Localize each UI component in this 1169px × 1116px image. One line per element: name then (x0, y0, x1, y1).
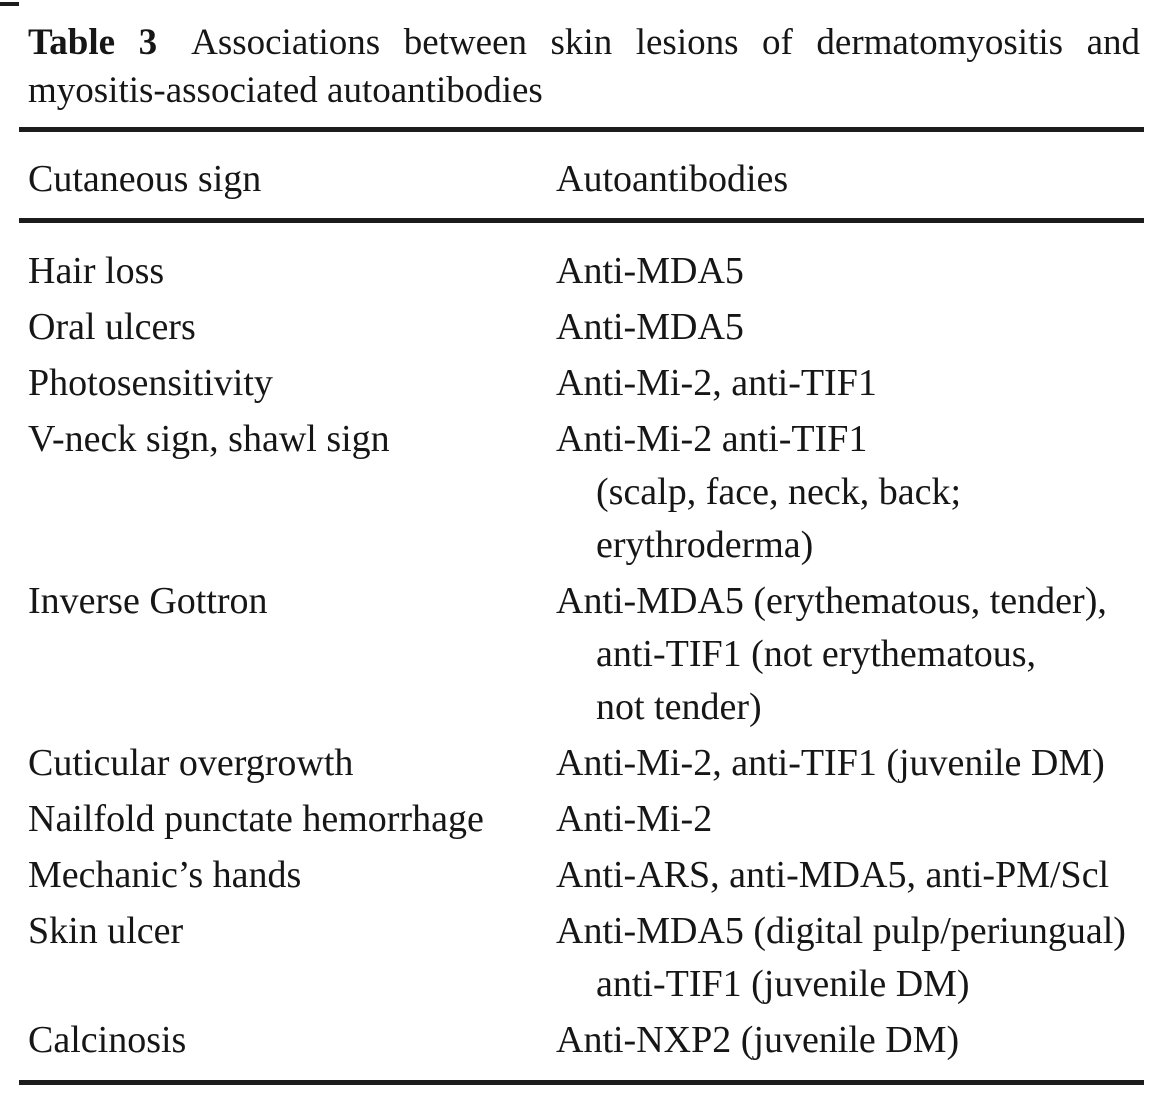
autoantibodies-cell: Anti-ARS, anti-MDA5, anti-PM/Scl (556, 849, 1140, 902)
table-body: Hair loss Anti-MDA5 Oral ulcers Anti-MDA… (28, 223, 1140, 1080)
table-row: Nailfold punctate hemorrhage Anti-Mi-2 (28, 793, 1140, 846)
table-number-label: Table 3 (28, 22, 158, 63)
table-row: Cuticular overgrowth Anti-Mi-2, anti-TIF… (28, 737, 1140, 790)
autoantibody-line: Anti-MDA5 (digital pulp/periungual) (556, 910, 1126, 952)
rule-below-header (19, 218, 1144, 223)
table-row: Hair loss Anti-MDA5 (28, 245, 1140, 298)
cutaneous-sign-cell: Calcinosis (28, 1019, 187, 1061)
autoantibody-line: Anti-Mi-2, anti-TIF1 (juvenile DM) (556, 742, 1105, 784)
cutaneous-sign-cell: Skin ulcer (28, 910, 184, 952)
cutaneous-sign-cell: Cuticular overgrowth (28, 742, 354, 784)
autoantibody-continuation-line: anti-TIF1 (juvenile DM) (596, 963, 970, 1005)
autoantibodies-cell: Anti-MDA5 (556, 301, 1140, 354)
cutaneous-sign-cell: Oral ulcers (28, 306, 196, 348)
autoantibodies-cell: Anti-MDA5 (556, 245, 1140, 298)
autoantibodies-cell: Anti-Mi-2 (556, 793, 1140, 846)
autoantibody-continuation-line: erythroderma) (596, 524, 814, 566)
cutaneous-sign-cell: Hair loss (28, 250, 165, 292)
autoantibody-line: Anti-Mi-2 (556, 798, 713, 840)
caption-text-line1: Associations between skin lesions of der… (191, 22, 1140, 63)
column-header-cutaneous-sign: Cutaneous sign (28, 158, 262, 200)
autoantibody-continuation-line: anti-TIF1 (not erythematous, (596, 633, 1037, 675)
table-3: Table 3 Associations between skin lesions… (19, 13, 1144, 1085)
autoantibody-line: Anti-ARS, anti-MDA5, anti-PM/Scl (556, 854, 1110, 896)
autoantibody-line: Anti-MDA5 (556, 250, 744, 292)
scan-artifact-mark (0, 2, 19, 6)
autoantibody-line: Anti-Mi-2, anti-TIF1 (556, 362, 877, 404)
autoantibody-continuation-line: (scalp, face, neck, back; (596, 471, 962, 513)
column-header-autoantibodies: Autoantibodies (556, 158, 789, 200)
table-row: Inverse Gottron Anti-MDA5 (erythematous,… (28, 575, 1140, 734)
caption-line-1: Table 3 Associations between skin lesions… (28, 19, 1140, 67)
cutaneous-sign-cell: Mechanic’s hands (28, 854, 302, 896)
autoantibody-line: Anti-MDA5 (erythematous, tender), (556, 580, 1107, 622)
autoantibodies-cell: Anti-NXP2 (juvenile DM) (556, 1014, 1140, 1067)
autoantibodies-cell: Anti-Mi-2, anti-TIF1 (juvenile DM) (556, 737, 1140, 790)
autoantibody-continuation-line: not tender) (596, 686, 762, 728)
table-row: Mechanic’s hands Anti-ARS, anti-MDA5, an… (28, 849, 1140, 902)
caption-text-line2: myositis-associated autoantibodies (28, 70, 543, 111)
autoantibody-line: Anti-NXP2 (juvenile DM) (556, 1019, 960, 1061)
table-caption: Table 3 Associations between skin lesions… (28, 19, 1140, 115)
rule-bottom (19, 1080, 1144, 1085)
table-row: Photosensitivity Anti-Mi-2, anti-TIF1 (28, 357, 1140, 410)
cutaneous-sign-cell: V-neck sign, shawl sign (28, 418, 390, 460)
autoantibodies-cell: Anti-Mi-2, anti-TIF1 (556, 357, 1140, 410)
table-row: V-neck sign, shawl sign Anti-Mi-2 anti-T… (28, 413, 1140, 572)
autoantibodies-cell: Anti-MDA5 (erythematous, tender), anti-TI… (556, 575, 1140, 734)
autoantibodies-cell: Anti-Mi-2 anti-TIF1 (scalp, face, neck, b… (556, 413, 1140, 572)
table-row: Oral ulcers Anti-MDA5 (28, 301, 1140, 354)
autoantibody-line: Anti-MDA5 (556, 306, 744, 348)
table-header-row: Cutaneous sign Autoantibodies (28, 132, 1140, 218)
table-row: Calcinosis Anti-NXP2 (juvenile DM) (28, 1014, 1140, 1067)
cutaneous-sign-cell: Inverse Gottron (28, 580, 268, 622)
rule-below-caption (19, 127, 1144, 132)
autoantibodies-cell: Anti-MDA5 (digital pulp/periungual) anti-… (556, 905, 1140, 1011)
cutaneous-sign-cell: Nailfold punctate hemorrhage (28, 798, 484, 840)
autoantibody-line: Anti-Mi-2 anti-TIF1 (556, 418, 868, 460)
table-row: Skin ulcer Anti-MDA5 (digital pulp/periu… (28, 905, 1140, 1011)
cutaneous-sign-cell: Photosensitivity (28, 362, 273, 404)
